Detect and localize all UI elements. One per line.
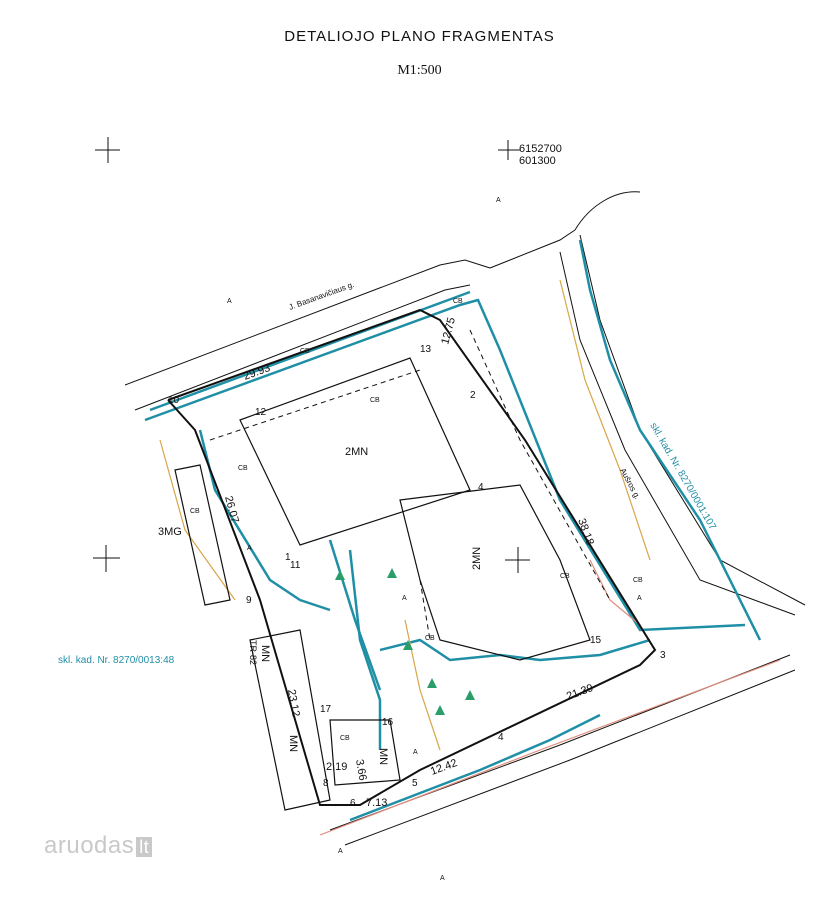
parcel-label-west: skl. kad. Nr. 8270/0013:48 [58, 655, 175, 666]
point-label: 12 [255, 407, 267, 418]
dimension-label: 12.42 [429, 757, 459, 778]
secondary-lines [159, 279, 781, 836]
zone-label: TR-82 [248, 640, 258, 665]
point-label: 5 [412, 778, 418, 789]
marker-a: A [413, 749, 418, 756]
zone-label: MN [259, 645, 271, 662]
point-label: 15 [590, 635, 602, 646]
point-label: 4 [498, 732, 504, 743]
dimension-label: 23.12 [285, 688, 302, 717]
point-label: 13 [420, 344, 432, 355]
parcel-boundary [167, 308, 657, 806]
marker-a: A [247, 545, 252, 552]
point-label: 2 [470, 390, 476, 401]
marker-a: A [440, 875, 445, 882]
marker-cb: CB [190, 508, 200, 515]
point-label: 1 [285, 552, 291, 563]
point-label: 9 [246, 595, 252, 606]
plan-title: DETALIOJO PLANO FRAGMENTAS [284, 28, 555, 45]
point-label: 4 [478, 482, 484, 493]
watermark-suffix: lt [136, 837, 153, 857]
tree-symbols [335, 568, 475, 715]
marker-cb: CB [453, 298, 463, 305]
point-label: 11 [290, 560, 301, 571]
dimension-label: 21.39 [565, 682, 595, 703]
marker-cb: CB [238, 465, 248, 472]
zone-label: MN [377, 748, 389, 765]
marker-cb: CB [370, 397, 380, 404]
marker-cb: CB [560, 573, 570, 580]
marker-cb: CB [340, 735, 350, 742]
point-label: 10 [168, 395, 180, 406]
zone-label: 2MN [471, 547, 483, 570]
coord-north: 6152700 [519, 143, 562, 155]
dimension-label: 7.13 [366, 797, 387, 809]
grid-crosses [93, 137, 530, 573]
street-label-basanaviciaus: J. Basanavičiaus g. [288, 280, 356, 312]
parcel-label-east: skl. kad. Nr. 8270/0001:107 [647, 421, 718, 532]
zone-label: 3MG [158, 526, 182, 538]
point-label: 8 [323, 778, 329, 789]
marker-a: A [402, 595, 407, 602]
street-label-ausros: Aušros g. [618, 467, 642, 501]
coord-east: 601300 [519, 155, 556, 167]
marker-a: A [496, 197, 501, 204]
marker-cb: CB [300, 348, 310, 355]
zone-label: 2MN [345, 446, 368, 458]
watermark-text: aruodas [44, 832, 135, 859]
dimension-label: 2.19 [326, 761, 347, 773]
marker-a: A [227, 298, 232, 305]
zone-label: MN [287, 735, 299, 752]
marker-a: A [338, 848, 343, 855]
dimension-label: 3.66 [353, 758, 369, 781]
point-label: 3 [660, 650, 666, 661]
marker-a: A [637, 595, 642, 602]
dashed-lines [209, 329, 611, 641]
point-label: 16 [382, 717, 394, 728]
buildings [174, 357, 591, 811]
marker-cb: CB [425, 635, 435, 642]
point-label: 6 [350, 798, 356, 809]
point-label: 17 [320, 704, 332, 715]
marker-cb: CB [633, 577, 643, 584]
plan-scale: M1:500 [397, 63, 442, 78]
